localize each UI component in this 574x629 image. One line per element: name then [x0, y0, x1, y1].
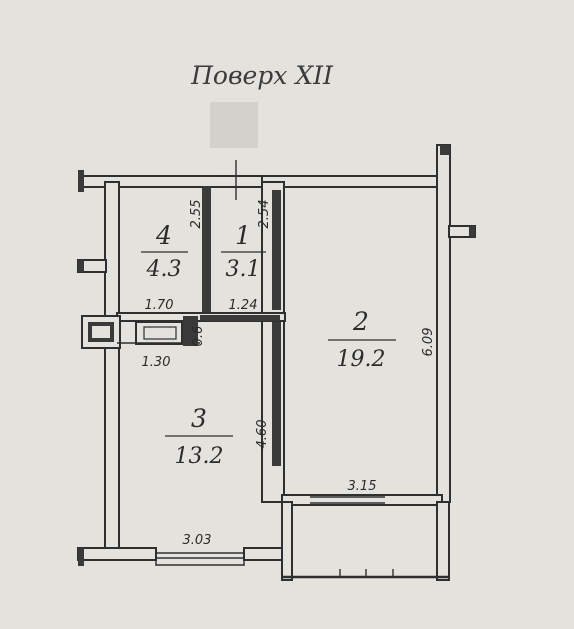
dim-room1-width: 1.24: [229, 298, 258, 313]
room-1-area: 3.1: [226, 257, 261, 282]
balcony-left-wall: [281, 501, 293, 581]
left-wall-upper: [104, 181, 120, 323]
left-wall-lower: [104, 343, 120, 560]
niche: [81, 315, 200, 349]
room-2-area: 19.2: [337, 347, 386, 372]
room-3-area: 13.2: [175, 444, 224, 469]
windows-and-openings: [155, 160, 262, 566]
tick-top-left: [78, 170, 84, 192]
tick-right-cap: [469, 226, 475, 237]
room-2-number: 2: [352, 307, 369, 336]
room-4-area: 4.3: [146, 257, 182, 282]
dimension-labels: 2.55 1.70 2.54 1.24 1.30 0.6 4.60 3.03 6…: [142, 200, 436, 548]
tick-left-upper-cap: [78, 260, 84, 272]
room-3-label: 3 13.2: [165, 404, 233, 469]
top-wall-right: [261, 175, 446, 188]
tick-bottom-left: [78, 548, 84, 566]
room-2-label: 2 19.2: [328, 307, 396, 372]
bottom-wall-left: [77, 547, 157, 561]
outer-walls: [77, 144, 451, 561]
horizontal-wall-fill: [200, 315, 280, 321]
outer-ticks: [77, 170, 476, 566]
dim-room4-height: 2.55: [189, 200, 204, 229]
niche-inner: [92, 326, 110, 338]
dim-room2-height: 6.09: [421, 328, 436, 357]
room4-room1-wall: [202, 186, 211, 316]
dim-niche-width: 1.30: [142, 355, 171, 370]
dim-room2-width: 3.15: [348, 479, 377, 494]
dim-niche-depth: 0.6: [191, 326, 206, 347]
room-4-label: 4 4.3: [141, 221, 188, 282]
dim-room4-width: 1.70: [145, 298, 174, 313]
inner-wall-fill-upper: [272, 190, 281, 310]
balcony: [281, 494, 450, 581]
dim-room3-width: 3.03: [183, 533, 212, 548]
dim-room3-height: 4.60: [255, 420, 270, 449]
floor-title: Поверх XII: [190, 61, 334, 90]
balcony-right-wall: [436, 501, 450, 581]
inner-wall-fill-lower: [272, 316, 281, 466]
niche-cabinet-inner: [143, 326, 177, 340]
bottom-wall-right: [243, 547, 285, 561]
dim-room1-height: 2.54: [257, 200, 272, 229]
right-wall: [436, 144, 451, 503]
room-1-number: 1: [235, 221, 251, 250]
balcony-rail: [281, 494, 443, 506]
niche-post: [183, 316, 198, 346]
redaction-patch: [210, 102, 258, 148]
room-1-label: 1 3.1: [221, 221, 266, 282]
right-wall-cap: [440, 145, 450, 155]
room-4-number: 4: [155, 221, 172, 250]
room-3-number: 3: [191, 404, 207, 433]
